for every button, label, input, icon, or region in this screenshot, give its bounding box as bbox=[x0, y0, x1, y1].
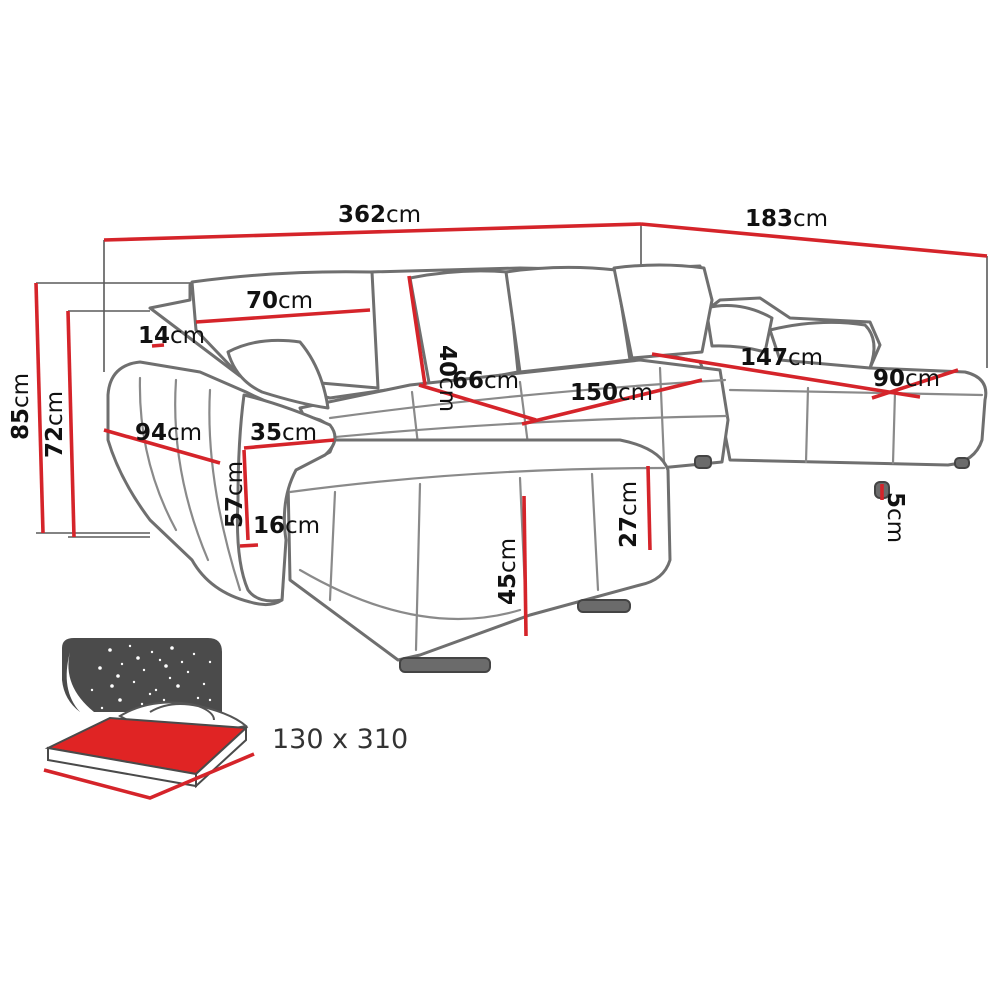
label-183: 183cm bbox=[745, 206, 828, 232]
star-icon bbox=[90, 688, 94, 692]
label-362: 362cm bbox=[338, 202, 421, 228]
star-icon bbox=[208, 660, 212, 664]
star-icon bbox=[116, 674, 120, 678]
star-icon bbox=[118, 698, 122, 702]
extension-lines bbox=[36, 224, 988, 538]
leg-front-left bbox=[399, 657, 491, 673]
label-147: 147cm bbox=[740, 345, 823, 371]
dim-line-72 bbox=[66, 310, 76, 538]
back-cushion-4 bbox=[612, 263, 714, 360]
star-icon bbox=[170, 646, 174, 650]
dim-line-57 bbox=[242, 449, 250, 541]
dim-line-90 bbox=[871, 368, 959, 400]
left-small-pillow bbox=[226, 338, 330, 410]
star-icon bbox=[100, 706, 104, 710]
dim-line-362 bbox=[103, 222, 642, 242]
stars bbox=[90, 644, 212, 710]
star-icon bbox=[154, 688, 158, 692]
star-icon bbox=[110, 684, 114, 688]
label-14: 14cm bbox=[138, 323, 205, 349]
star-icon bbox=[196, 696, 200, 700]
label-57: 57cm bbox=[222, 461, 248, 528]
label-27: 27cm bbox=[616, 481, 642, 548]
right-chaise-back-cushion bbox=[768, 320, 876, 370]
star-icon bbox=[192, 652, 196, 656]
star-icon bbox=[168, 676, 172, 680]
star-icon bbox=[176, 684, 180, 688]
dim-line-150 bbox=[521, 378, 703, 426]
night-sky-headboard bbox=[62, 638, 222, 712]
dim-line-35 bbox=[243, 438, 335, 450]
label-5: 5cm bbox=[882, 492, 908, 543]
label-94: 94cm bbox=[135, 420, 202, 446]
star-icon bbox=[150, 650, 154, 654]
dim-line-14 bbox=[151, 343, 165, 348]
dim-line-16 bbox=[239, 543, 259, 548]
star-icon bbox=[128, 644, 132, 648]
leg-right-back bbox=[954, 457, 970, 469]
star-icon bbox=[186, 670, 190, 674]
label-85: 85cm bbox=[8, 373, 34, 440]
label-90: 90cm bbox=[873, 366, 940, 392]
star-icon bbox=[140, 702, 144, 706]
dim-line-45 bbox=[522, 495, 528, 637]
star-icon bbox=[180, 660, 184, 664]
star-icon bbox=[162, 698, 166, 702]
back-cushion-3 bbox=[504, 265, 632, 374]
label-70: 70cm bbox=[246, 288, 313, 314]
bed-with-starry-night-icon: 130 x 310 bbox=[43, 638, 408, 800]
star-icon bbox=[158, 658, 162, 662]
dim-line-147 bbox=[651, 352, 921, 399]
star-icon bbox=[132, 680, 136, 684]
dim-line-183 bbox=[640, 222, 988, 258]
star-icon bbox=[142, 668, 146, 672]
star-icon bbox=[208, 698, 212, 702]
star-icon bbox=[164, 664, 168, 668]
star-icon bbox=[136, 656, 140, 660]
label-72: 72cm bbox=[42, 391, 68, 458]
sleeping-area-label: 130 x 310 bbox=[272, 724, 408, 755]
moon-icon bbox=[66, 652, 94, 712]
label-66: 66cm bbox=[452, 368, 519, 394]
label-35: 35cm bbox=[250, 420, 317, 446]
star-icon bbox=[148, 692, 152, 696]
leg-back-mid bbox=[694, 455, 712, 469]
dim-line-40 bbox=[407, 275, 427, 386]
dim-line-27 bbox=[646, 465, 652, 551]
label-45: 45cm bbox=[495, 538, 521, 605]
label-40: 40cm bbox=[434, 345, 460, 412]
dim-line-94 bbox=[103, 428, 221, 465]
right-small-pillow bbox=[704, 304, 774, 354]
sofa-illustration bbox=[106, 263, 988, 673]
leg-front-mid bbox=[577, 599, 631, 613]
dim-line-85 bbox=[34, 282, 45, 534]
label-16: 16cm bbox=[253, 513, 320, 539]
dimension-labels: 362cm 183cm 70cm 14cm 94cm 35cm 16cm 66c… bbox=[8, 202, 940, 605]
dim-line-70 bbox=[195, 308, 371, 324]
star-icon bbox=[202, 682, 206, 686]
star-icon bbox=[108, 648, 112, 652]
star-icon bbox=[98, 666, 102, 670]
star-icon bbox=[120, 662, 124, 666]
dim-line-66 bbox=[418, 383, 537, 422]
dimension-lines bbox=[34, 222, 988, 637]
label-150: 150cm bbox=[570, 380, 653, 406]
